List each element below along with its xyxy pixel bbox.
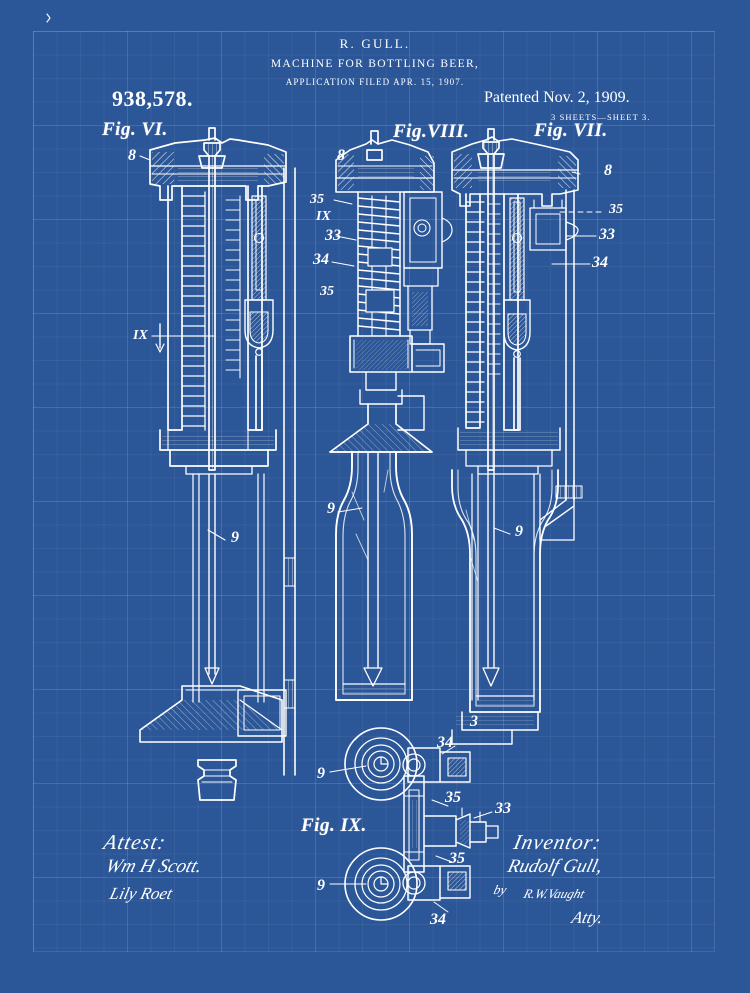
figure-9-drawing [329,727,499,921]
figure-label-fig9: Fig. IX. [301,815,367,836]
ink-fleck [46,13,51,23]
patent-date: Patented Nov. 2, 1909. [484,89,630,106]
figure-label-fig7: Fig. VII. [534,120,608,141]
blueprint-grid-panel [33,31,715,952]
ref-numeral: 34 [437,734,453,751]
ref-numeral: 8 [604,162,612,179]
ref-numeral: 35 [320,284,334,299]
figure-label-fig6: Fig. VI. [102,119,168,140]
patent-title-heading: MACHINE FOR BOTTLING BEER, [270,58,480,70]
ref-numeral: 3 [470,713,478,730]
ref-numeral: 35 [445,789,461,806]
ref-numeral: 9 [515,523,523,540]
patent-number: 938,578. [112,86,193,111]
attest-signature-2: Lily Roet [107,884,175,903]
figure-8-drawing [329,130,453,701]
ref-numeral: 9 [231,529,239,546]
ref-numeral: 34 [313,251,329,268]
agent-title: Atty. [569,908,606,927]
agent-signature: R.W.Vaught [521,886,587,901]
ref-numeral: 33 [495,800,511,817]
figure-label-fig8: Fig.VIII. [393,121,470,142]
inventor-name: Rudolf Gull, [505,856,605,877]
patent-inventor-heading: R. GULL. [339,36,411,51]
ref-numeral: IX [133,328,148,343]
bottle-neck-detail [197,759,237,801]
sheet-count-line: 3 SHEETS—SHEET 3. [551,112,651,122]
ref-numeral: 35 [449,850,465,867]
figure-7-drawing [451,128,605,745]
ref-numeral: 35 [609,202,623,217]
ref-numeral: IX [316,209,331,224]
ref-numeral: 33 [599,226,615,243]
ref-numeral: 9 [327,500,335,517]
attest-heading: Attest: [101,830,169,854]
inventor-heading: Inventor: [511,830,604,854]
ref-numeral: 9 [317,877,325,894]
ref-numeral: 34 [592,254,608,271]
attest-signature-1: Wm H Scott. [103,856,205,877]
ref-numeral: 9 [317,765,325,782]
figure-6-drawing [139,127,296,776]
patent-application-line: APPLICATION FILED APR. 15, 1907. [285,77,465,87]
ref-numeral: 8 [128,147,136,164]
ref-numeral: 8 [337,147,345,164]
ref-numeral: 34 [430,911,446,928]
ref-numeral: 33 [325,227,341,244]
ref-numeral: 35 [310,192,324,207]
